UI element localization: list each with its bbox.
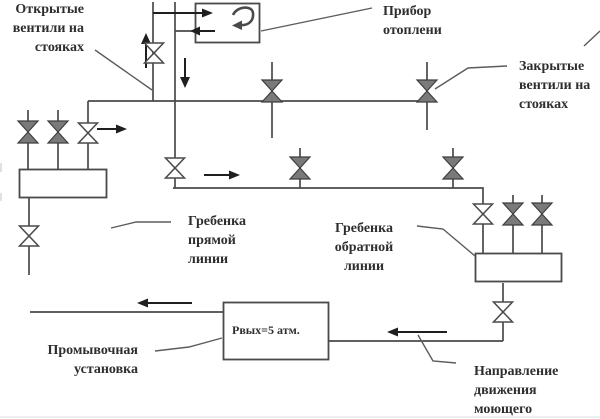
label-flow-direction: Направление движения моющего <box>474 364 559 417</box>
leader-open-valves <box>94 49 153 91</box>
open-valve-return-down-icon <box>492 301 514 323</box>
leader-flow-direction <box>417 334 457 364</box>
label-heater: Прибор отоплени <box>383 4 442 38</box>
scan-artifact <box>0 416 600 418</box>
label-closed-valves: Закрытые вентили на стояках <box>519 59 591 112</box>
flow-arrows <box>97 8 447 337</box>
label-open-valves: Открытые вентили на стояках <box>12 2 84 55</box>
arrow-up-riser-icon <box>141 33 151 68</box>
arrow-right-supply-manifold-icon <box>97 124 127 134</box>
closed-valve-manifold-2-icon <box>47 120 69 144</box>
closed-valve-return-manifold-2-icon <box>531 202 553 226</box>
scan-artifact <box>0 163 2 172</box>
label-pressure-note: Рвых=5 атм. <box>232 323 300 337</box>
label-supply-manifold: Гребенка прямой линии <box>188 214 246 267</box>
open-valve-supply-down-icon <box>18 225 40 247</box>
arrow-left-flushing-return-icon <box>387 327 447 337</box>
leader-closed-valves <box>434 65 508 90</box>
label-return-manifold: Гребенка обратной линии <box>334 221 394 274</box>
leader-edge-fragment <box>583 30 600 47</box>
open-valve-return-riser-icon <box>164 157 186 179</box>
closed-valve-return-1-icon <box>289 156 311 180</box>
leader-return-manifold <box>416 225 476 257</box>
leader-heater <box>260 7 373 32</box>
open-valve-supply-manifold-icon <box>77 122 99 144</box>
scan-artifact <box>0 193 2 201</box>
pipe-return-header <box>173 187 484 253</box>
arrow-into-radiator-icon <box>153 8 213 18</box>
open-valve-riser-icon <box>143 42 165 64</box>
leader-supply-manifold <box>110 221 171 229</box>
closed-valve-return-manifold-1-icon <box>502 202 524 226</box>
closed-valve-return-2-icon <box>442 156 464 180</box>
leader-flushing-unit <box>154 337 223 352</box>
arrow-down-riser-icon <box>180 58 190 88</box>
arrow-right-return-header-icon <box>204 170 240 180</box>
leader-lines <box>94 7 600 364</box>
closed-valve-riser-2-icon <box>416 79 438 103</box>
radiator-circulation-icon <box>231 6 255 30</box>
closed-valve-manifold-1-icon <box>17 120 39 144</box>
closed-valve-riser-1-icon <box>261 79 283 103</box>
arrow-left-flushing-output-icon <box>137 298 192 308</box>
open-valve-return-manifold-icon <box>472 203 494 225</box>
label-flushing-unit: Промывочная установка <box>47 343 138 377</box>
flushing-unit-box <box>222 301 330 361</box>
supply-manifold-box <box>18 168 108 199</box>
return-manifold-box <box>474 252 563 283</box>
arrow-out-of-radiator-icon <box>190 26 215 36</box>
